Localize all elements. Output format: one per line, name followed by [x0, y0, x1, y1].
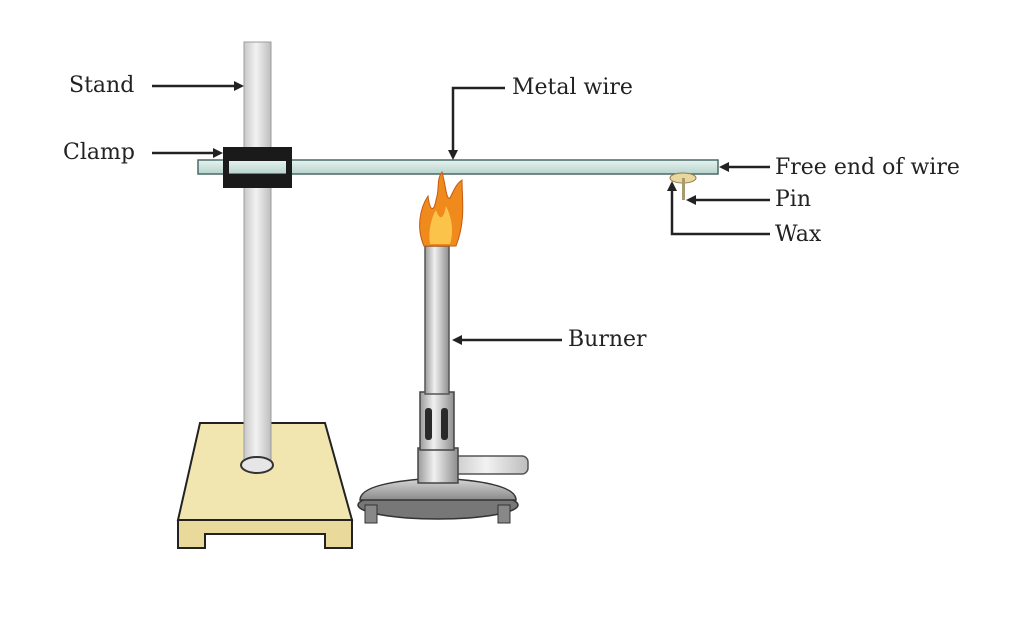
label-wax: Wax: [775, 222, 822, 247]
stand-rod: [240, 41, 274, 474]
label-metal-wire: Metal wire: [512, 75, 633, 100]
label-free-end-of-wire: Free end of wire: [775, 155, 960, 180]
pin-with-wax: [669, 172, 697, 200]
label-pin: Pin: [775, 187, 812, 212]
label-clamp: Clamp: [63, 140, 135, 165]
clamp: [223, 147, 292, 188]
bunsen-burner: [357, 245, 529, 524]
metal-wire: [197, 159, 719, 175]
flame: [419, 170, 464, 247]
arrows: [152, 81, 770, 345]
label-stand: Stand: [69, 73, 135, 98]
label-burner: Burner: [568, 327, 647, 352]
